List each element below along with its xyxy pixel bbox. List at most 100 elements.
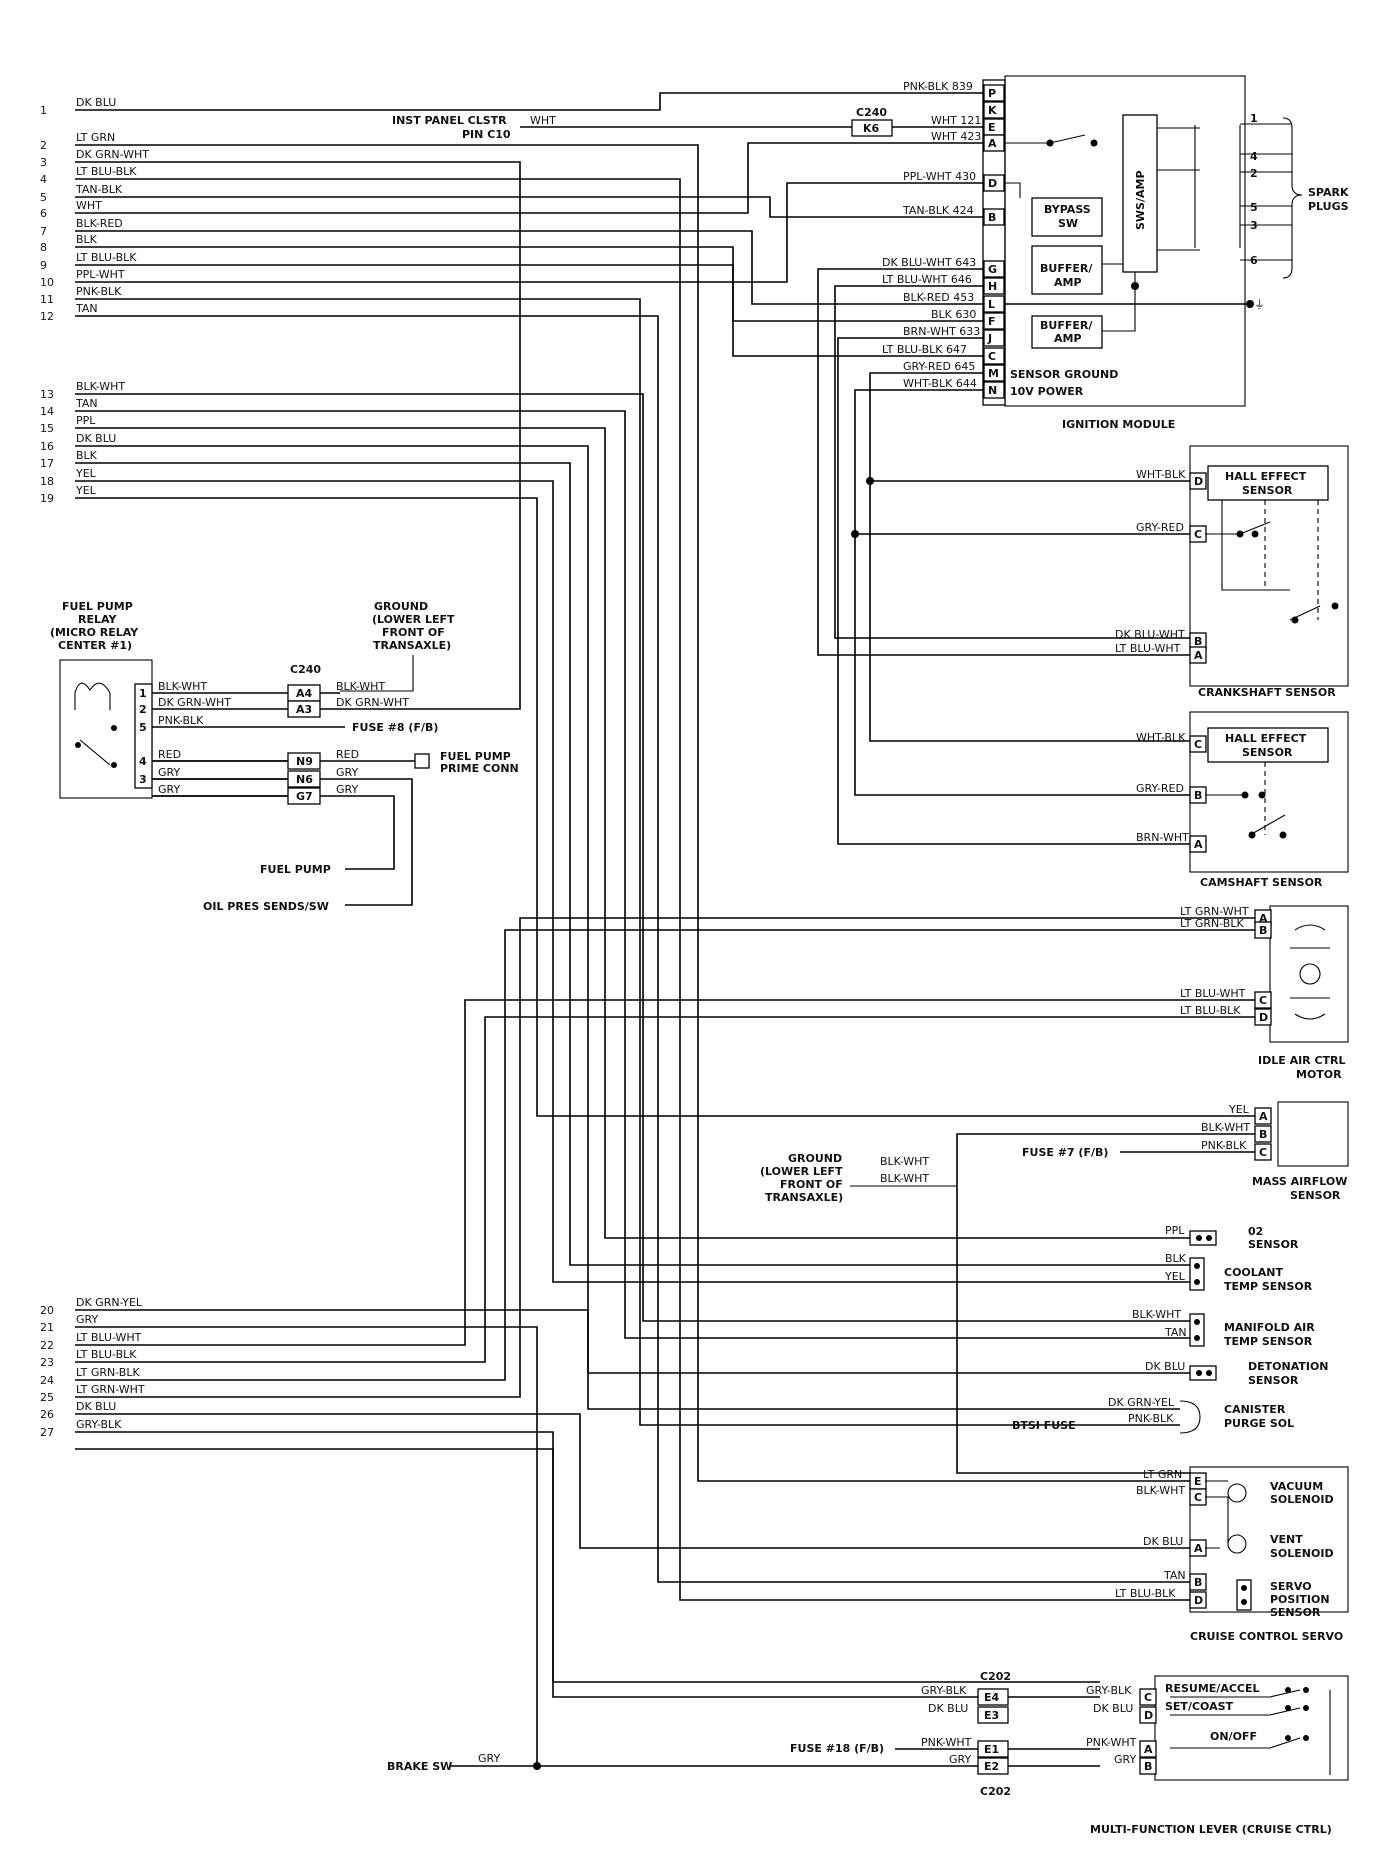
pin-letter: N <box>988 384 997 397</box>
wire-label: BLK 630 <box>931 308 976 321</box>
wire-label: GRY-RED <box>1136 521 1184 534</box>
ecm-pin-number: 1 <box>40 104 47 117</box>
ecm-wire-label: DK BLU <box>76 1400 116 1413</box>
ecm-pin-number: 25 <box>40 1391 54 1404</box>
connector-pin <box>1139 1688 1157 1706</box>
pin-letter: B <box>1259 1128 1267 1141</box>
ecm-pin-number: 26 <box>40 1408 54 1421</box>
svg-text:AMP: AMP <box>1054 332 1082 345</box>
wire-label: WHT 423 <box>931 130 981 143</box>
c240-pin-label: N9 <box>296 755 313 768</box>
c202-pin-label: E4 <box>984 1691 1000 1704</box>
wire-label: LT BLU-WHT <box>1180 987 1246 1000</box>
ecm-wire-label: BLK-WHT <box>76 380 125 393</box>
pin-letter: P <box>988 87 996 100</box>
pin-letter: B <box>1194 1576 1202 1589</box>
svg-text:FRONT OF: FRONT OF <box>780 1178 843 1191</box>
ecm-pin-number: 14 <box>40 405 54 418</box>
pin-letter: B <box>1144 1760 1152 1773</box>
connector-pin <box>983 134 1005 152</box>
pin-letter: B <box>1194 635 1202 648</box>
ecm-pin-number: 22 <box>40 1339 54 1352</box>
connector-pin <box>983 312 1005 330</box>
svg-text:CRANKSHAFT SENSOR: CRANKSHAFT SENSOR <box>1198 686 1336 699</box>
svg-text:4: 4 <box>1250 150 1258 163</box>
connector-pin <box>983 381 1005 399</box>
svg-text:SENSOR: SENSOR <box>1270 1606 1321 1619</box>
wire-label: GRY-BLK <box>1086 1684 1132 1697</box>
svg-text:PNK-BLK: PNK-BLK <box>1128 1412 1174 1425</box>
wire-label: TAN-BLK 424 <box>902 204 974 217</box>
ecm-wire-label: DK GRN-WHT <box>76 148 149 161</box>
pin-letter: D <box>1144 1709 1153 1722</box>
svg-text:BYPASS: BYPASS <box>1044 203 1091 216</box>
camshaft-sensor: HALL EFFECT SENSOR CWHT-BLKBGRY-REDABRN-… <box>1136 711 1349 889</box>
svg-text:2: 2 <box>1250 167 1258 180</box>
svg-text:SENSOR: SENSOR <box>1248 1238 1299 1251</box>
wire-label: DK BLU <box>1093 1702 1133 1715</box>
ecm-wire-label: LT BLU-BLK <box>76 165 137 178</box>
svg-text:IGNITION MODULE: IGNITION MODULE <box>1062 418 1175 431</box>
svg-text:K6: K6 <box>863 122 880 135</box>
junction-dots <box>533 282 1254 1770</box>
svg-text:6: 6 <box>1250 254 1258 267</box>
ecm-pin-number: 18 <box>40 475 54 488</box>
relay-wire-label: GRY <box>336 783 358 796</box>
connector-pin <box>983 329 1005 347</box>
svg-text:CANISTER: CANISTER <box>1224 1403 1286 1416</box>
svg-text:BLK-WHT: BLK-WHT <box>880 1155 929 1168</box>
svg-text:⏚: ⏚ <box>1254 298 1265 311</box>
ecm-pin-number: 3 <box>40 156 47 169</box>
connector-pin <box>983 174 1005 192</box>
svg-text:VACUUM: VACUUM <box>1270 1480 1323 1493</box>
relay-wire-label: GRY <box>336 766 358 779</box>
ecm-pin-number: 7 <box>40 225 47 238</box>
connector-pin <box>1189 472 1207 490</box>
ecm-wire-label: BLK-RED <box>76 217 123 230</box>
pin-letter: H <box>988 280 997 293</box>
svg-text:WHT: WHT <box>530 114 556 127</box>
wire-label: BLK-RED 453 <box>903 291 974 304</box>
svg-text:BUFFER/: BUFFER/ <box>1040 319 1093 332</box>
connector-pin <box>1139 1757 1157 1775</box>
svg-text:MULTI-FUNCTION LEVER (CRUISE C: MULTI-FUNCTION LEVER (CRUISE CTRL) <box>1090 1823 1332 1836</box>
svg-text:SENSOR: SENSOR <box>1248 1374 1299 1387</box>
connector-pin <box>1189 646 1207 664</box>
ecm-wire-label: TAN <box>75 302 98 315</box>
ecm-wire-label: YEL <box>75 467 97 480</box>
pin-letter: D <box>1194 475 1203 488</box>
wire-label: PPL-WHT 430 <box>903 170 976 183</box>
svg-text:BRAKE SW: BRAKE SW <box>387 1760 452 1773</box>
pin-letter: A <box>1144 1743 1153 1756</box>
relay-wire-label: GRY <box>158 766 180 779</box>
svg-text:C240: C240 <box>856 106 887 119</box>
wire-label: DK BLU <box>1143 1535 1183 1548</box>
ecm-wire-label: LT BLU-WHT <box>76 1331 142 1344</box>
svg-text:DETONATION: DETONATION <box>1248 1360 1329 1373</box>
svg-text:IDLE AIR CTRL: IDLE AIR CTRL <box>1258 1054 1346 1067</box>
pin-letter: B <box>988 211 996 224</box>
svg-text:FUEL PUMP: FUEL PUMP <box>440 750 511 763</box>
connector-pin <box>1254 1008 1272 1026</box>
svg-text:1: 1 <box>1250 112 1258 125</box>
ecm-pin-number: 19 <box>40 492 54 505</box>
connector-pin <box>983 364 1005 382</box>
relay-wire-label: DK GRN-WHT <box>158 696 231 709</box>
relay-pin: 2 <box>139 703 147 716</box>
pin-letter: C <box>1194 528 1202 541</box>
pin-letter: A <box>988 137 997 150</box>
ecm-wire-label: BLK <box>76 449 98 462</box>
svg-text:RESUME/ACCEL: RESUME/ACCEL <box>1165 1682 1260 1695</box>
svg-text:BLK-WHT: BLK-WHT <box>1132 1308 1181 1321</box>
svg-text:YEL: YEL <box>1164 1270 1186 1283</box>
ecm-wire-label: DK BLU <box>76 432 116 445</box>
pin-letter: C <box>1259 994 1267 1007</box>
svg-text:GROUND: GROUND <box>374 600 428 613</box>
ecm-wire-label: PPL <box>76 414 96 427</box>
wire-label: YEL <box>1228 1103 1250 1116</box>
relay-pin: 3 <box>139 773 147 786</box>
wire-label: WHT 121 <box>931 114 981 127</box>
wire-label: DK BLU-WHT 643 <box>882 256 976 269</box>
